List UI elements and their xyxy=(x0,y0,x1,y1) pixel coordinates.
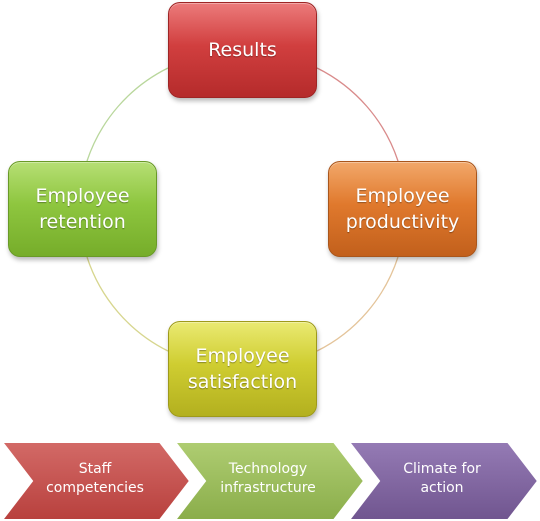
staff-competencies-arrow xyxy=(0,441,192,521)
climate-for-action-arrow xyxy=(346,441,540,521)
ring-arc-results-productivity xyxy=(316,67,399,162)
employee-productivity-node: Employee productivity xyxy=(328,161,477,257)
ring-arc-productivity-satisfaction xyxy=(316,256,399,352)
cycle-ring xyxy=(86,67,399,352)
ring-arc-satisfaction-retention xyxy=(86,256,169,352)
technology-infrastructure-arrow xyxy=(172,441,366,521)
technology-infrastructure-label: Technology infrastructure xyxy=(220,461,316,496)
employee-retention-node: Employee retention xyxy=(8,161,157,257)
staff-competencies-label: Staff competencies xyxy=(46,461,144,496)
climate-for-action-label: Climate for action xyxy=(403,461,481,496)
ring-arc-retention-results xyxy=(86,67,169,162)
results-node: Results xyxy=(168,2,317,98)
foundation-arrows xyxy=(0,441,540,521)
employee-satisfaction-node: Employee satisfaction xyxy=(168,321,317,417)
